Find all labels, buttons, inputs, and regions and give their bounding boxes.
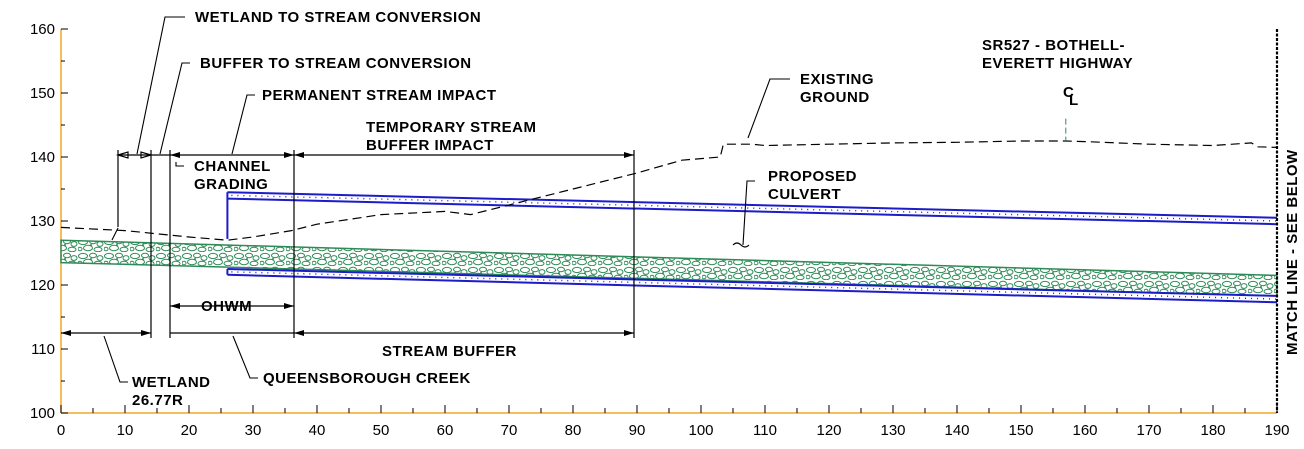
x-tick-label: 140 xyxy=(944,422,969,439)
label-wetland-1: WETLAND xyxy=(132,374,211,391)
label-centerline-c: C xyxy=(1063,84,1074,101)
leader-lines xyxy=(103,16,790,383)
culvert-bottom-fill xyxy=(231,271,1278,300)
culvert-top-fill xyxy=(231,194,1278,222)
x-axis-ticks: 0 10 20 30 40 50 60 70 80 90 100 110 120 130 140 150 160… xyxy=(57,405,1290,439)
label-highway-2: EVERETT HIGHWAY xyxy=(982,55,1133,72)
label-queensborough-creek: QUEENSBOROUGH CREEK xyxy=(263,370,471,387)
x-tick-label: 160 xyxy=(1072,422,1097,439)
y-tick-label: 110 xyxy=(31,341,55,358)
dim-temp-arrow-l xyxy=(294,152,304,158)
x-tick-label: 110 xyxy=(753,422,777,439)
x-tick-label: 120 xyxy=(816,422,841,439)
axes xyxy=(60,28,1277,414)
streambed-gravel xyxy=(60,239,1278,297)
label-temporary-impact-1: TEMPORARY STREAM xyxy=(366,119,537,136)
label-proposed-culvert-2: CULVERT xyxy=(768,186,841,203)
x-tick-label: 100 xyxy=(688,422,713,439)
label-existing-ground-1: EXISTING xyxy=(800,71,874,88)
leader-wetland-bed xyxy=(111,227,119,241)
dim-buf-arrow-r xyxy=(624,330,634,336)
x-tick-label: 90 xyxy=(629,422,646,439)
leader-wetland-to-stream xyxy=(136,16,185,155)
x-tick-label: 130 xyxy=(880,422,905,439)
x-tick-label: 70 xyxy=(501,422,518,439)
label-wetland-to-stream: WETLAND TO STREAM CONVERSION xyxy=(195,9,481,26)
label-channel-grading-1: CHANNEL xyxy=(194,158,271,175)
label-wetland-2: 26.77R xyxy=(132,392,183,409)
label-ohwm: OHWM xyxy=(201,298,252,315)
existing-ground-line xyxy=(60,140,1278,241)
culvert-top-inner xyxy=(227,197,1278,226)
label-centerline-l: L xyxy=(1069,92,1079,109)
label-existing-ground-2: GROUND xyxy=(800,89,870,106)
y-tick-label: 140 xyxy=(30,149,55,166)
culvert-bottom-outer xyxy=(227,273,1278,304)
y-tick-label: 120 xyxy=(30,277,55,294)
label-proposed-culvert-1: PROPOSED xyxy=(768,168,857,185)
dim-ohwm-arrow-l xyxy=(170,303,180,309)
leader-culvert-squiggle xyxy=(732,242,750,248)
dim-temp-arrow-r xyxy=(624,152,634,158)
x-tick-label: 170 xyxy=(1136,422,1161,439)
y-tick-label: 100 xyxy=(30,405,55,422)
culvert-bottom-inner xyxy=(227,268,1278,297)
y-tick-label: 160 xyxy=(30,21,55,38)
x-tick-label: 50 xyxy=(373,422,390,439)
x-tick-label: 150 xyxy=(1008,422,1033,439)
leader-queensborough xyxy=(232,335,258,379)
x-tick-label: 180 xyxy=(1200,422,1225,439)
label-permanent-impact: PERMANENT STREAM IMPACT xyxy=(262,87,497,104)
x-tick-label: 40 xyxy=(309,422,326,439)
x-tick-label: 30 xyxy=(245,422,262,439)
x-tick-label: 20 xyxy=(181,422,198,439)
label-channel-grading-2: GRADING xyxy=(194,176,268,193)
x-tick-label: 80 xyxy=(565,422,582,439)
dim-perm-arrow-r xyxy=(284,152,294,158)
label-stream-buffer: STREAM BUFFER xyxy=(382,343,517,360)
leader-wetland xyxy=(103,335,128,383)
leader-buffer-to-stream xyxy=(159,62,190,155)
leader-proposed-culvert xyxy=(742,180,755,246)
x-tick-label: 10 xyxy=(117,422,134,439)
label-highway-1: SR527 - BOTHELL- xyxy=(982,37,1125,54)
leader-channel-grading xyxy=(175,162,184,167)
extension-lines xyxy=(117,150,635,338)
x-tick-label: 190 xyxy=(1264,422,1289,439)
dim-buf-arrow-l xyxy=(294,330,304,336)
label-temporary-impact-2: BUFFER IMPACT xyxy=(366,137,494,154)
proposed-culvert xyxy=(226,191,1278,304)
leader-permanent-impact xyxy=(231,94,255,155)
culvert-top-outer xyxy=(227,191,1278,219)
x-tick-label: 60 xyxy=(437,422,454,439)
x-tick-label: 0 xyxy=(57,422,65,439)
label-match-line: MATCH LINE - SEE BELOW xyxy=(1284,149,1301,355)
label-buffer-to-stream: BUFFER TO STREAM CONVERSION xyxy=(200,55,472,72)
dim-wetland-arrow-l xyxy=(115,151,129,159)
y-axis-ticks: 100 110 120 130 140 150 160 xyxy=(30,21,68,422)
dimension-lines xyxy=(61,151,634,336)
dim-wet-arrow-r xyxy=(141,330,151,336)
leader-existing-ground xyxy=(747,78,790,139)
dim-wet-arrow-l xyxy=(61,330,71,336)
dim-perm-arrow-l xyxy=(170,152,180,158)
dim-wetland-arrow-r xyxy=(140,151,154,159)
dim-ohwm-arrow-r xyxy=(284,303,294,309)
y-tick-label: 130 xyxy=(30,213,55,230)
y-tick-label: 150 xyxy=(30,85,55,102)
